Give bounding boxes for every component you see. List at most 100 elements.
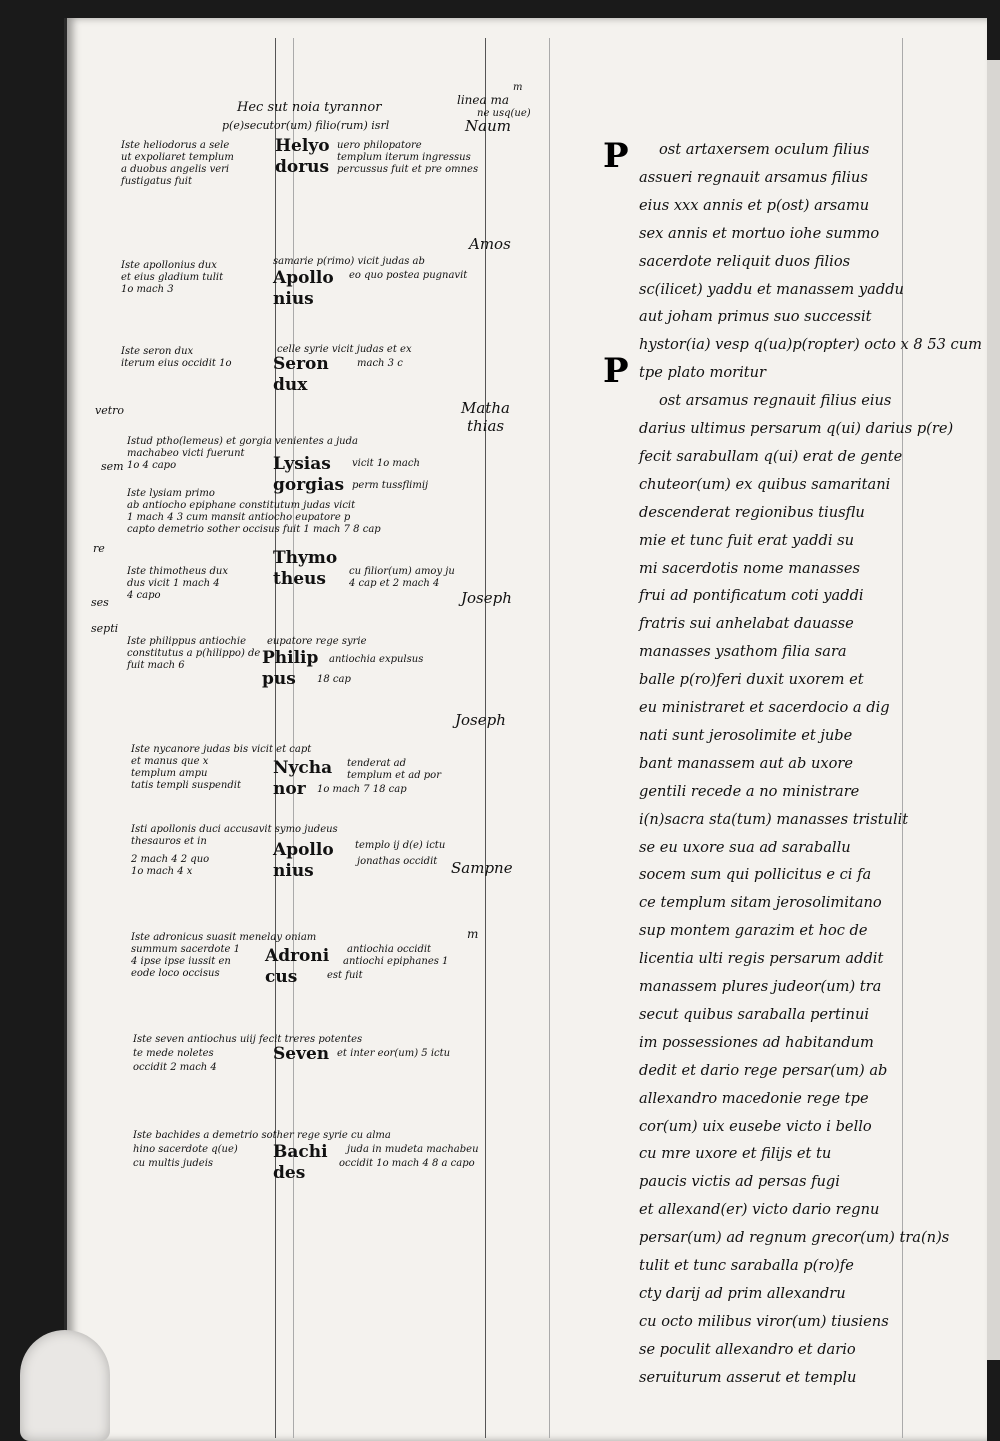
margin-note: sem [101,460,124,473]
persecutor-name: des [273,1163,306,1183]
entry-line: occidit 2 mach 4 [133,1062,217,1073]
entry-note: templo ij d(e) ictu [355,840,446,851]
margin-note: septi [91,622,119,635]
entry-note: templum iterum ingressus [337,152,471,163]
margin-note: vetro [95,404,125,417]
narrative-line: cor(um) uix eusebe victo i bello [639,1117,872,1135]
narrative-line: allexandro macedonie rege tpe [639,1089,869,1107]
entry-line: Iste lysiam primo [127,488,215,499]
narrative-line: cu mre uxore et filijs et tu [639,1145,832,1163]
narrative-line: nati sunt jerosolimite et jube [639,726,853,744]
persecutor-name: Nycha [273,758,333,778]
entry-note: tenderat ad [347,758,406,769]
prophet-label: Joseph [461,589,512,607]
column-header-line: p(e)secutor(um) filio(rum) isrl [222,119,390,132]
narrative-line: chuteor(um) ex quibus samaritani [639,475,891,493]
entry-line: 2 mach 4 2 quo [131,854,210,865]
entry-line: cu multis judeis [133,1158,214,1169]
prophet-label: Joseph [455,711,506,729]
entry-note: antiochia occidit [347,944,432,955]
entry-note: occidit 1o mach 4 8 a capo [339,1158,475,1169]
narrative-line: hystor(ia) vesp q(ua)p(ropter) octo x 8 … [639,336,982,354]
persecutor-name: Philip [262,648,319,668]
entry-line: Iste seron dux [121,346,194,357]
narrative-line: persar(um) ad regnum grecor(um) tra(n)s [639,1229,950,1247]
narrative-line: paucis victis ad persas fugi [639,1173,840,1191]
entry-line: eode loco occisus [131,968,220,979]
narrative-line: mie et tunc fuit erat yaddi su [639,531,855,549]
narrative-line: manasses ysathom filia sara [639,643,847,661]
prophet-line: linea ma [457,93,510,107]
entry-note: mach 3 c [357,358,403,369]
entry-line: 1o 4 capo [127,460,177,471]
column-rule [902,38,903,1438]
narrative-line: frui ad pontificatum coti yaddi [639,587,864,605]
prophet-label: Amos [469,235,511,253]
entry-note: antiochi epiphanes 1 [343,956,449,967]
narrative-line: sacerdote reliquit duos filios [639,252,851,270]
narrative-line: aut joham primus suo successit [639,308,872,326]
column-rule [275,38,276,1438]
narrative-line: ost arsamus regnauit filius eius [659,392,892,410]
persecutor-name: gorgias [273,475,345,495]
persecutor-name: Adroni [265,946,330,966]
margin-note: re [93,542,105,555]
persecutor-name: nius [273,289,314,309]
entry-note: 4 cap et 2 mach 4 [349,578,440,589]
entry-note: et inter eor(um) 5 ictu [337,1048,451,1059]
decorated-initial: P [603,351,629,391]
narrative-line: se eu uxore sua ad saraballu [639,838,851,856]
persecutor-name: Bachi [273,1142,328,1162]
entry-line: 1 mach 4 3 cum mansit antiocho eupatore … [127,512,351,523]
persecutor-name: dorus [275,157,330,177]
persecutor-name: Thymo [273,548,338,568]
column-rule [293,38,294,1438]
narrative-line: tulit et tunc saraballa p(ro)fe [639,1257,854,1274]
entry-note: samarie p(rimo) vicit judas ab [273,256,425,267]
narrative-line: cu octo milibus viror(um) tiusiens [639,1312,889,1330]
entry-note: est fuit [327,970,363,981]
narrative-line: mi sacerdotis nome manasses [639,559,860,577]
persecutor-name: nius [273,861,314,881]
narrative-line: tpe plato moritur [639,364,766,382]
narrative-line: bant manassem aut ab uxore [639,754,853,772]
entry-note: eo quo postea pugnavit [349,270,468,281]
persecutor-name: Seven [273,1044,330,1064]
column-rule [485,38,486,1438]
entry-line: ab antiocho epiphane constitutum judas v… [127,500,356,511]
entry-line: Iste philippus antiochie [127,636,246,647]
persecutor-name: nor [273,779,306,799]
entry-line: te mede noletes [133,1048,214,1059]
persecutor-name: dux [273,375,308,395]
persecutor-name: Seron [273,354,329,374]
entry-line: iterum eius occidit 1o [121,358,232,369]
narrative-line: seruiturum asserut et templu [639,1368,857,1386]
narrative-line: eius xxx annis et p(ost) arsamu [639,196,870,214]
entry-line: Iste apollonius dux [121,260,217,271]
entry-note: templum et ad por [347,770,441,781]
entry-line: fuit mach 6 [127,660,185,671]
entry-line: tatis templi suspendit [131,780,241,791]
prophet-line: Matha [461,399,510,417]
narrative-line: assueri regnauit arsamus filius [639,168,868,186]
entry-note: perm tussflimij [352,480,429,491]
persecutor-name: pus [262,669,296,689]
entry-note: vicit 1o mach [352,458,420,469]
narrative-line: i(n)sacra sta(tum) manasses tristulit [639,810,909,828]
entry-line: Iste bachides a demetrio sother rege syr… [133,1130,391,1141]
entry-note: celle syrie vicit judas et ex [277,344,412,355]
persecutor-name: Apollo [273,268,334,288]
entry-note: uero philopatore [337,140,422,151]
narrative-line: fecit sarabullam q(ui) erat de gente [639,447,903,465]
entry-line: et eius gladium tulit [121,272,224,283]
entry-line: ut expoliaret templum [121,152,234,163]
persecutor-name: cus [265,967,298,987]
prophet-line: thias [467,417,505,435]
entry-line: et manus que x [131,756,209,767]
entry-line: 1o mach 4 x [131,866,193,877]
column-rule [549,38,550,1438]
narrative-line: sex annis et mortuo iohe summo [639,224,880,242]
margin-note: ses [91,596,109,609]
narrative-line: eu ministraret et sacerdocio a dig [639,699,890,716]
